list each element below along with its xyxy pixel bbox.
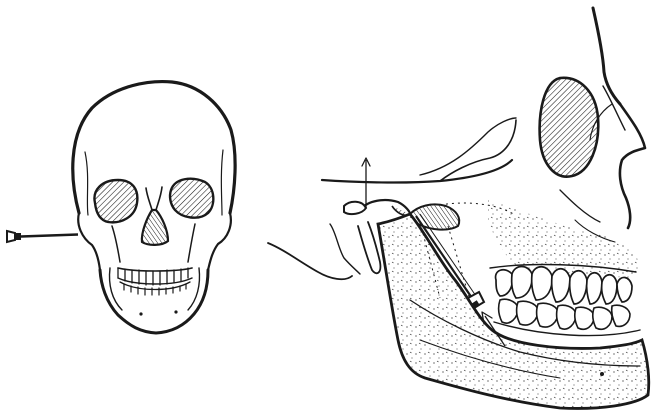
- frontal-left-cheek: [78, 213, 100, 270]
- lateral-frontal-profile: [593, 8, 620, 104]
- frontal-upper-teeth: [118, 268, 192, 285]
- frontal-right-orbit: [170, 179, 213, 218]
- frontal-nasal-cavity: [142, 210, 168, 245]
- frontal-right-cheek: [208, 213, 231, 270]
- lateral-orbit: [540, 78, 599, 177]
- lateral-zygomatic-arch: [322, 160, 512, 183]
- lateral-nasal-profile: [620, 104, 645, 228]
- frontal-skull: [73, 82, 235, 333]
- frontal-left-orbit: [94, 180, 137, 222]
- frontal-needle: [7, 231, 78, 242]
- lateral-skull: [268, 8, 649, 408]
